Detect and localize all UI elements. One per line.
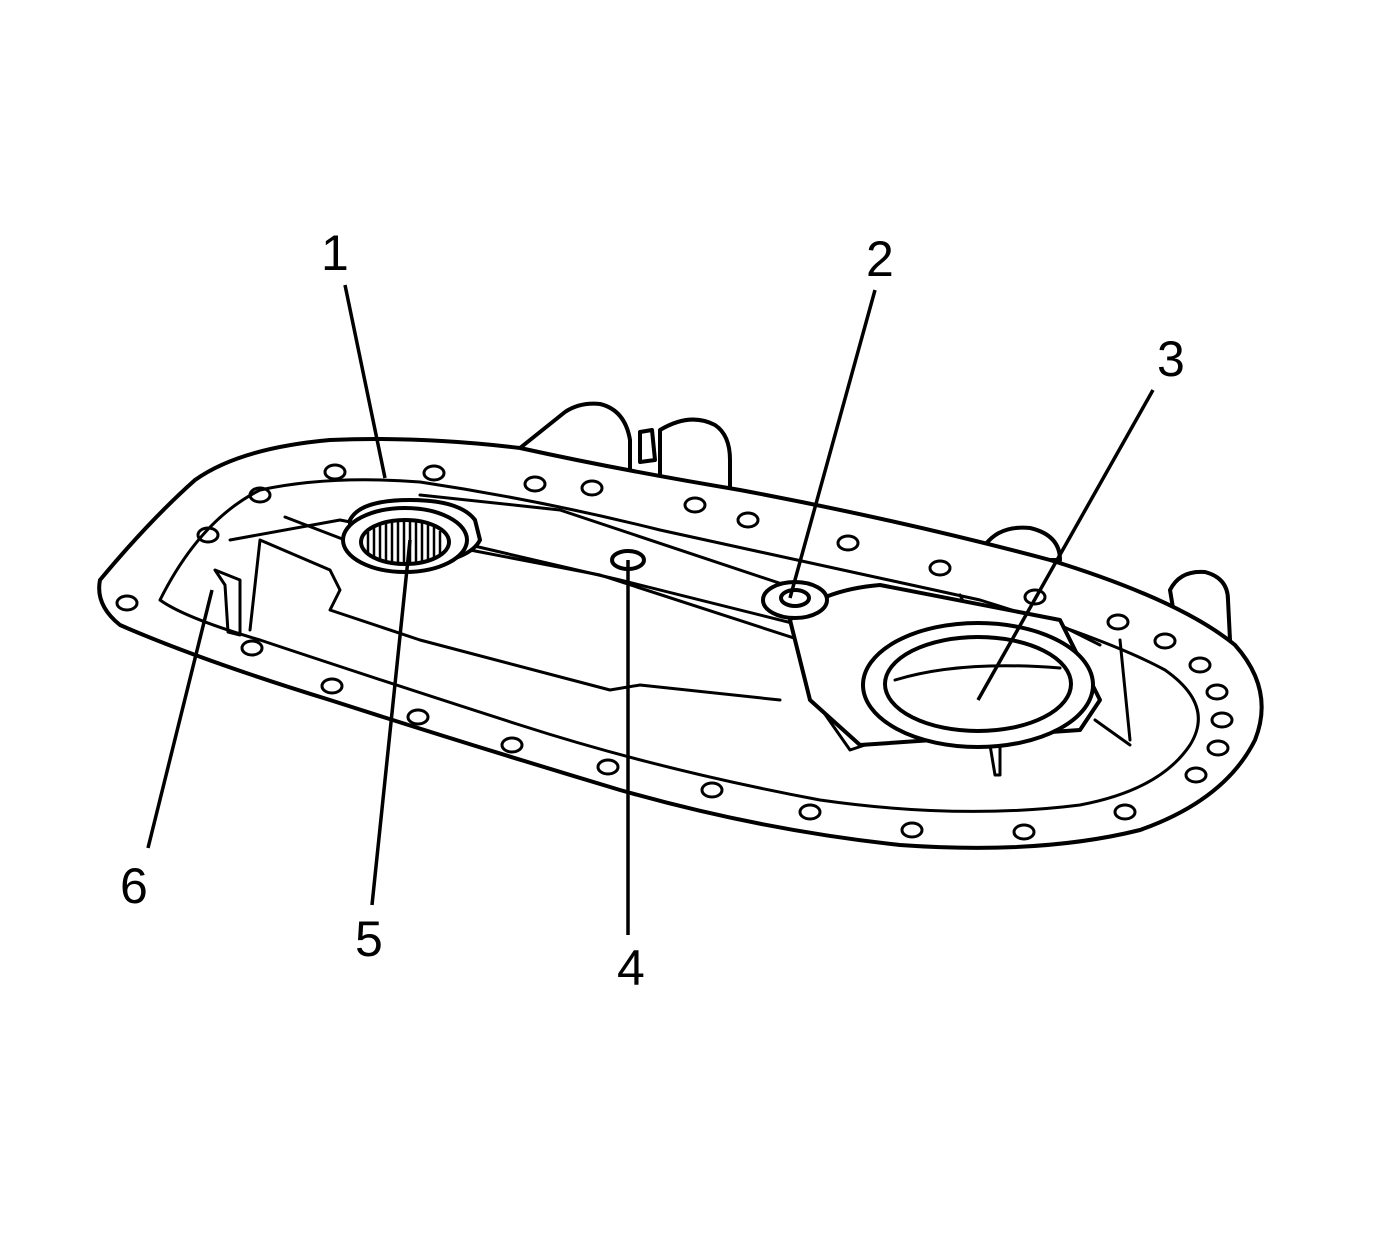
callout-3: 3: [1157, 331, 1185, 387]
needle-bearing: [341, 498, 482, 574]
callout-4: 4: [617, 940, 645, 996]
output-bore: [788, 583, 1102, 749]
callout-1: 1: [321, 225, 349, 281]
callout-2: 2: [866, 231, 894, 287]
boss-item-2: [761, 580, 829, 620]
inner-flange-edge: [158, 478, 1200, 813]
callout-5: 5: [355, 911, 383, 967]
leader-lines: [146, 284, 1155, 935]
callout-6: 6: [120, 858, 148, 914]
bolt-holes: [115, 463, 1234, 841]
